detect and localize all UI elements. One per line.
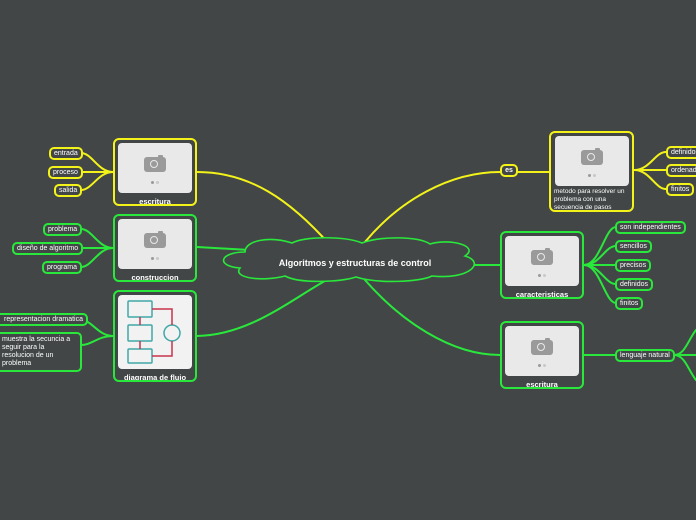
camera-icon: [144, 231, 166, 248]
escritura-right-card[interactable]: escritura: [500, 321, 584, 389]
leaf-representacion-dramatica[interactable]: representacion dramatica: [0, 313, 88, 326]
dots-icon: [538, 271, 548, 277]
es-node[interactable]: es: [500, 164, 518, 177]
leaf-sencillos[interactable]: sencillos: [615, 240, 652, 253]
camera-icon: [531, 338, 553, 355]
construccion-card[interactable]: construccion: [113, 214, 197, 282]
leaf-programa[interactable]: programa: [42, 261, 82, 274]
escritura-card[interactable]: escritura: [113, 138, 197, 206]
center-title: Algoritmos y estructuras de control: [279, 258, 432, 268]
escritura-label: escritura: [139, 197, 171, 206]
flowchart-icon: [127, 300, 181, 364]
leaf-son-independientes[interactable]: son independientes: [615, 221, 686, 234]
camera-icon: [144, 155, 166, 172]
dots-icon: [538, 361, 548, 367]
metodo-text: metodo para resolver un problema con una…: [554, 188, 625, 211]
leaf-finitos-2[interactable]: finitos: [615, 297, 644, 310]
leaf-precisos[interactable]: precisos: [615, 259, 652, 272]
leaf-definidos-2[interactable]: definidos: [615, 278, 654, 291]
leaf-salida[interactable]: salida: [54, 184, 83, 197]
image-placeholder: [554, 136, 629, 186]
diagrama-label: diagrama de flujo: [123, 373, 187, 382]
camera-icon: [531, 248, 553, 265]
dots-icon: [587, 171, 598, 177]
leaf-entrada[interactable]: entrada: [49, 147, 83, 160]
leaf-problema[interactable]: problema: [43, 223, 83, 236]
image-placeholder: [505, 236, 579, 286]
leaf-ordenados[interactable]: ordenados: [666, 164, 696, 177]
caracteristicas-card[interactable]: caracteristicas: [500, 231, 584, 299]
leaf-muestra-secuncia[interactable]: muestra la secuncia a seguir para la res…: [0, 332, 82, 372]
image-placeholder: [118, 143, 192, 193]
image-placeholder: [505, 326, 579, 376]
diagrama-card[interactable]: diagrama de flujo: [113, 290, 197, 382]
dots-icon: [151, 254, 161, 260]
construccion-label: construccion: [131, 273, 179, 282]
metodo-card[interactable]: metodo para resolver un problema con una…: [549, 131, 634, 212]
center-cloud: [222, 237, 476, 283]
image-placeholder: [118, 219, 192, 269]
leaf-definidos[interactable]: definidos: [666, 146, 696, 159]
leaf-finitos[interactable]: finitos: [666, 183, 695, 196]
dots-icon: [151, 178, 161, 184]
leaf-lenguaje-natural[interactable]: lenguaje natural: [615, 349, 675, 362]
leaf-proceso[interactable]: proceso: [48, 166, 83, 179]
camera-icon: [580, 148, 603, 165]
caracteristicas-label: caracteristicas: [515, 290, 569, 299]
flowchart-image: [118, 295, 192, 369]
leaf-diseno-de-algoritmo[interactable]: diseño de algoritmo: [12, 242, 84, 255]
escritura-right-label: escritura: [526, 380, 558, 389]
